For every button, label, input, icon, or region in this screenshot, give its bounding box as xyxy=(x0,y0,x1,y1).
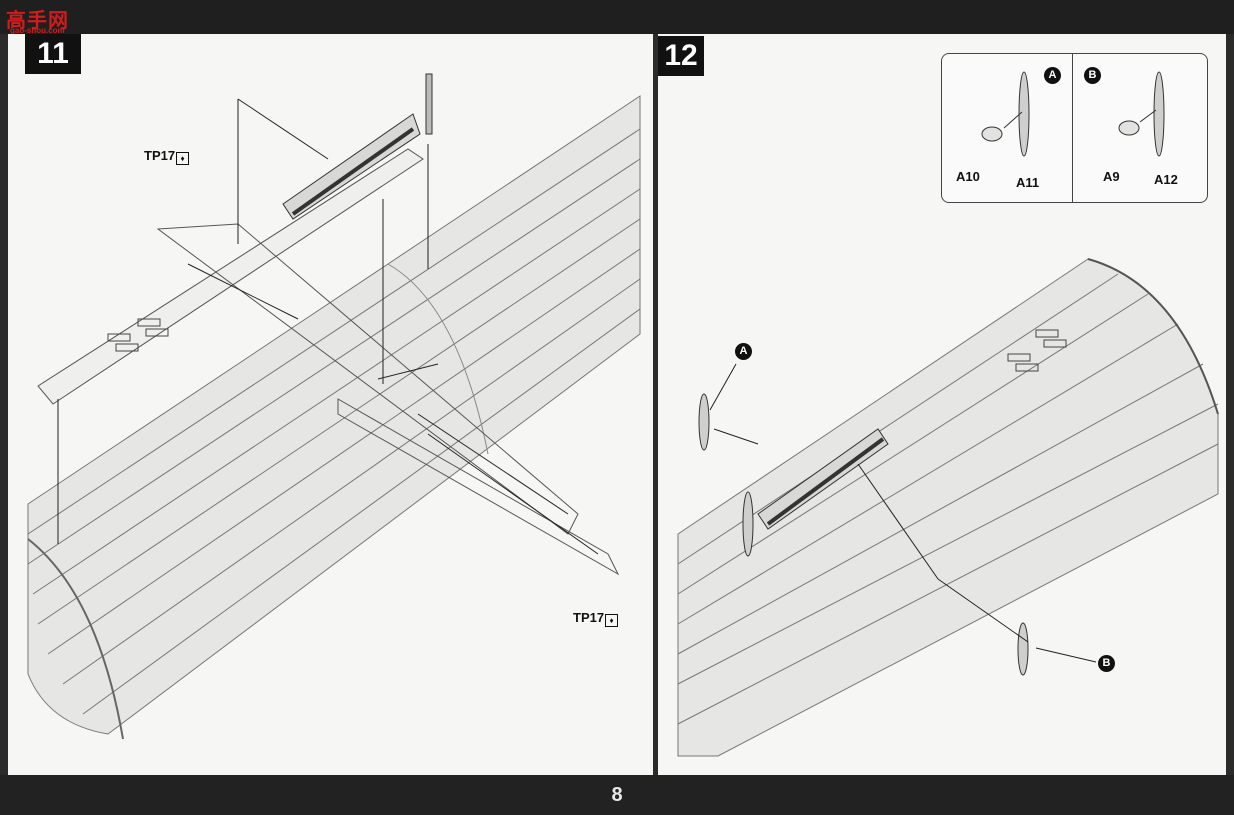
fuselage xyxy=(677,258,1219,757)
propeller-detail-inset: A B A10 A11 A9 A12 xyxy=(941,53,1208,203)
badge-b: B xyxy=(1098,655,1115,672)
hex-markings xyxy=(107,318,169,352)
engine-nacelle xyxy=(282,73,433,220)
badge-a: A xyxy=(1044,67,1061,84)
tp17-label-top: TP17♦ xyxy=(144,148,190,165)
left-page: 11 xyxy=(8,34,653,775)
part-a10: A10 xyxy=(956,169,980,184)
propeller-parts-diagram xyxy=(981,71,1165,157)
part-a9: A9 xyxy=(1103,169,1120,184)
bottom-bar xyxy=(0,775,1234,815)
hex-markings xyxy=(1007,329,1067,372)
paint-drop-icon: ♦ xyxy=(176,152,190,165)
step-number: 11 xyxy=(25,34,81,74)
step-12-illustration xyxy=(677,258,1219,757)
top-bar xyxy=(0,0,1234,34)
paint-drop-icon: ♦ xyxy=(605,614,619,627)
engine-nacelle xyxy=(757,428,889,530)
assembly-arrows xyxy=(57,98,599,555)
step-11-illustration xyxy=(27,73,641,740)
part-a11: A11 xyxy=(1016,175,1040,190)
badge-b: B xyxy=(1084,67,1101,84)
page-number: 8 xyxy=(611,784,623,806)
badge-a: A xyxy=(735,343,752,360)
assembly-arrows xyxy=(709,363,1097,663)
step-number: 12 xyxy=(658,36,704,76)
fuselage xyxy=(27,95,641,740)
inset-divider xyxy=(1072,54,1073,202)
right-page: 12 A B A10 A11 A9 A12 xyxy=(658,34,1226,775)
propellers xyxy=(698,393,1029,676)
tp17-label-bottom: TP17♦ xyxy=(573,610,619,627)
wing xyxy=(37,148,620,576)
part-a12: A12 xyxy=(1154,172,1178,187)
